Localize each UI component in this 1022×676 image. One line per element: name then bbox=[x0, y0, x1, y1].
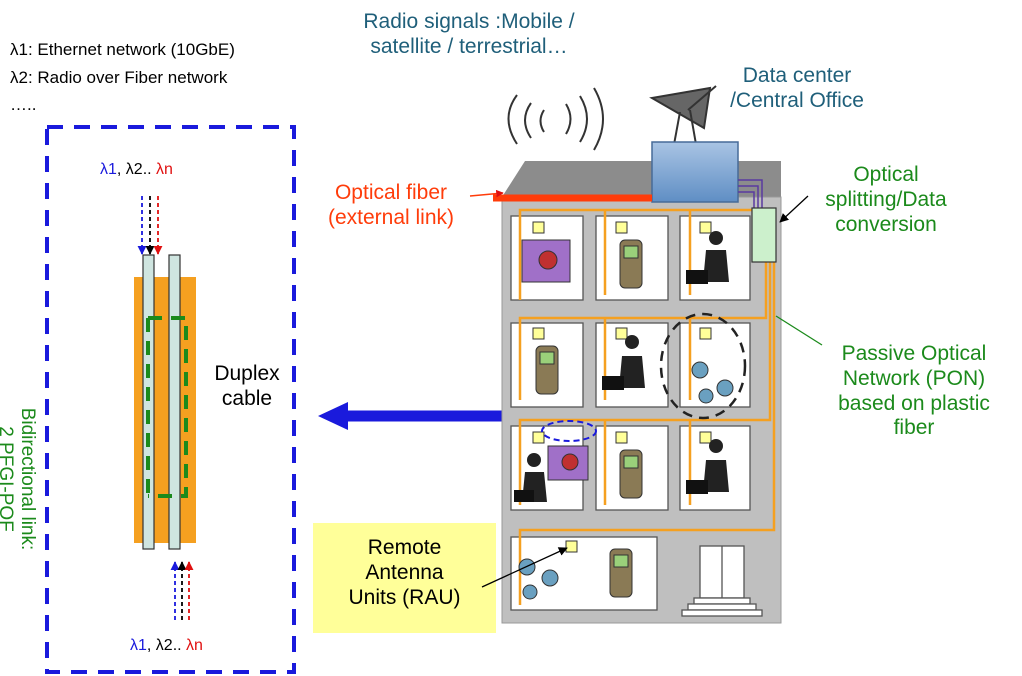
fiber-label-pointer bbox=[469, 189, 504, 198]
legend-lambda2: λ2: Radio over Fiber network bbox=[10, 68, 228, 87]
pof-fiber-2 bbox=[168, 254, 181, 550]
datacenter-label: Data center/Central Office bbox=[730, 64, 864, 112]
optical-splitter bbox=[751, 207, 777, 263]
bidirectional-link-label: Bidirectional link:2 PFGI-POF bbox=[0, 407, 38, 551]
datacenter-box bbox=[651, 141, 739, 203]
legend-more: ….. bbox=[10, 95, 37, 114]
link-enclosure bbox=[45, 125, 296, 674]
wavelength-label-bottom: λ1, λ2.. λn bbox=[130, 637, 203, 654]
splitter-pointer bbox=[779, 195, 809, 223]
wavelength-label-top: λ1, λ2.. λn bbox=[100, 161, 173, 178]
rau-pointer bbox=[481, 547, 568, 588]
radio-signals-label: Radio signals :Mobile /satellite / terre… bbox=[363, 10, 575, 58]
rau-units bbox=[532, 221, 712, 553]
legend-lambda1: λ1: Ethernet network (10GbE) bbox=[10, 40, 235, 59]
lambda2-top: λ2 bbox=[125, 161, 143, 178]
radio-waves-icon bbox=[507, 87, 604, 151]
pon-pointer bbox=[775, 315, 823, 346]
link-highlight-ellipse bbox=[541, 420, 597, 442]
lambda1-top: λ1 bbox=[100, 161, 117, 178]
network-icon bbox=[518, 239, 734, 600]
lambdan-top: λn bbox=[156, 161, 173, 178]
phone-icon bbox=[535, 239, 643, 598]
pon-highlight-ellipse bbox=[659, 312, 747, 420]
rau-label-box bbox=[313, 523, 496, 633]
optical-fiber-label: Optical fiber(external link) bbox=[327, 181, 455, 229]
bidirectional-loop bbox=[146, 316, 188, 498]
lambda1-bottom: λ1 bbox=[130, 637, 147, 654]
pof-fiber-1 bbox=[142, 254, 155, 550]
building-door bbox=[681, 545, 763, 617]
duplex-arrow-head bbox=[318, 402, 348, 430]
lambda2-bottom: λ2 bbox=[155, 637, 173, 654]
businessman-icon bbox=[514, 231, 729, 502]
lambdan-bottom: λn bbox=[186, 637, 203, 654]
